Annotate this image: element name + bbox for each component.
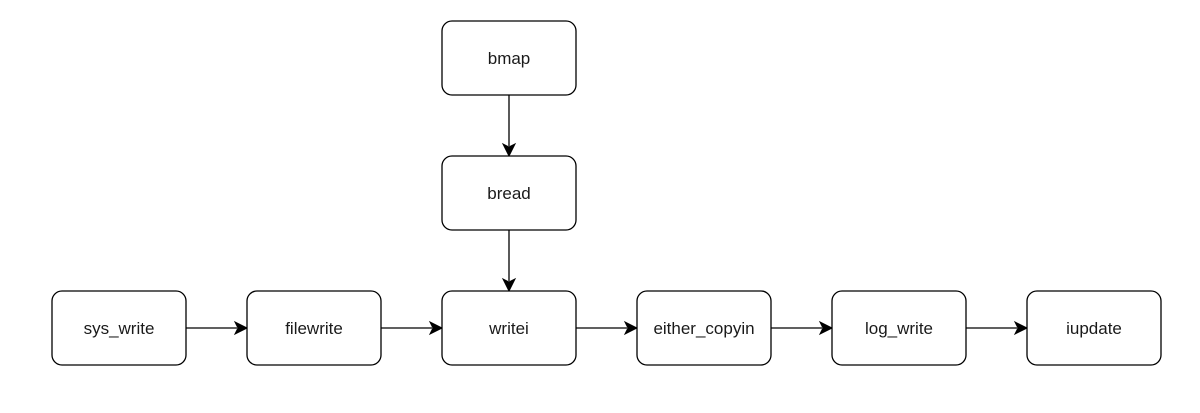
node-label: iupdate bbox=[1066, 319, 1122, 338]
node-box bbox=[441, 290, 577, 366]
node-label: bmap bbox=[488, 49, 531, 68]
node-box bbox=[1026, 290, 1162, 366]
edge-filewrite-to-writei bbox=[381, 320, 444, 336]
arrowhead-icon bbox=[501, 142, 517, 158]
node-either-copyin: either_copyin bbox=[636, 290, 772, 366]
node-box bbox=[441, 20, 577, 96]
node-label: writei bbox=[488, 319, 529, 338]
edge-sys-write-to-filewrite bbox=[186, 320, 249, 336]
node-sys-write: sys_write bbox=[51, 290, 187, 366]
node-box bbox=[441, 155, 577, 231]
arrowhead-icon bbox=[1013, 320, 1029, 336]
node-iupdate: iupdate bbox=[1026, 290, 1162, 366]
node-bmap: bmap bbox=[441, 20, 577, 96]
node-log-write: log_write bbox=[831, 290, 967, 366]
node-label: log_write bbox=[865, 319, 933, 338]
edge-writei-to-either-copyin bbox=[576, 320, 639, 336]
node-box bbox=[51, 290, 187, 366]
node-bread: bread bbox=[441, 155, 577, 231]
node-box bbox=[636, 290, 772, 366]
edge-bmap-to-bread bbox=[501, 95, 517, 158]
node-filewrite: filewrite bbox=[246, 290, 382, 366]
node-box bbox=[831, 290, 967, 366]
edge-either-copyin-to-log-write bbox=[771, 320, 834, 336]
node-label: filewrite bbox=[285, 319, 343, 338]
node-label: bread bbox=[487, 184, 530, 203]
edge-log-write-to-iupdate bbox=[966, 320, 1029, 336]
arrowhead-icon bbox=[623, 320, 639, 336]
arrowhead-icon bbox=[818, 320, 834, 336]
node-box bbox=[246, 290, 382, 366]
node-label: sys_write bbox=[84, 319, 155, 338]
edge-bread-to-writei bbox=[501, 230, 517, 293]
edges-layer bbox=[186, 95, 1029, 336]
node-label: either_copyin bbox=[653, 319, 754, 338]
node-writei: writei bbox=[441, 290, 577, 366]
arrowhead-icon bbox=[501, 277, 517, 293]
nodes-layer: bmap bread sys_write filewrite writei either_… bbox=[51, 20, 1162, 366]
arrowhead-icon bbox=[233, 320, 249, 336]
arrowhead-icon bbox=[428, 320, 444, 336]
